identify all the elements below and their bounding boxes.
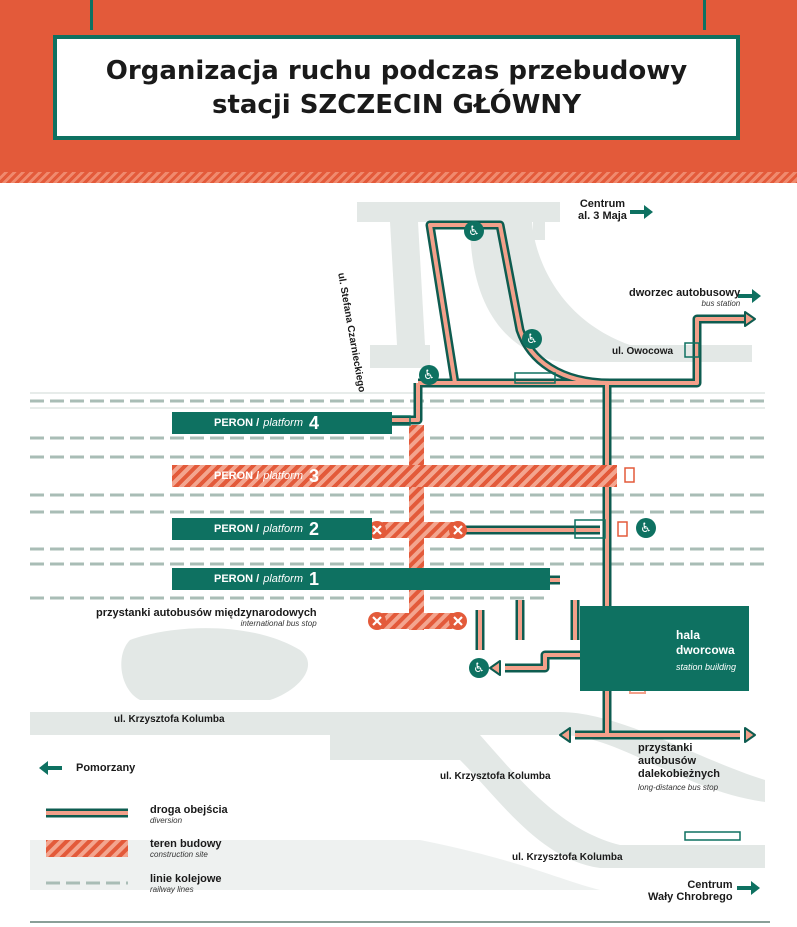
title-box: Organizacja ruchu podczas przebudowy sta… — [53, 35, 740, 140]
international-stop-label: przystanki autobusów międzynarodowych — [96, 607, 317, 619]
station-building — [580, 606, 749, 691]
direction-centrum-bottom: Centrum Wały Chrobrego — [648, 879, 733, 903]
platform-label-pl: PERON — [214, 470, 254, 482]
header-band: Organizacja ruchu podczas przebudowy sta… — [0, 0, 797, 183]
platform-number: 4 — [309, 412, 320, 433]
wheelchair-icon — [419, 365, 439, 385]
wheelchair-icon — [464, 221, 484, 241]
wheelchair-icon — [469, 658, 489, 678]
platform-label-en: platform — [263, 470, 303, 482]
station-sub: station building — [676, 662, 737, 672]
header-hatch-stripe — [0, 172, 797, 183]
arrow-left-icon — [39, 761, 62, 775]
legend-swatches — [46, 808, 128, 885]
closed-x-icon — [447, 610, 469, 632]
legend-construction-sub: construction site — [150, 850, 208, 859]
ld-stop-line3: dalekobieżnych — [638, 768, 720, 780]
closed-x-icon — [366, 610, 388, 632]
header-frame-line — [90, 0, 93, 30]
centrum-bottom-line1: Centrum — [687, 879, 733, 891]
railway-lines-thin — [30, 392, 765, 409]
bus-station-label: dworzec autobusowy — [629, 287, 741, 299]
railway-lines — [30, 399, 765, 600]
platform-number: 2 — [309, 518, 320, 539]
street-kolumba-1: ul. Krzysztofa Kolumba — [114, 714, 225, 725]
title-line-2: stacji SZCZECIN GŁÓWNY — [211, 89, 582, 120]
international-stop-sub: international bus stop — [240, 619, 317, 628]
bus-station-sub: bus station — [701, 299, 741, 308]
platform-label-en: platform — [263, 523, 303, 535]
ld-stop-sub: long-distance bus stop — [638, 783, 719, 792]
station-building-label: hala dworcowa station building — [676, 628, 736, 675]
centrum-bottom-line2: Wały Chrobrego — [648, 891, 733, 903]
closed-exit-marker — [617, 521, 628, 537]
direction-centrum-top: Centrum al. 3 Maja — [578, 198, 627, 222]
closed-exit-marker — [624, 467, 635, 483]
platform-number: 1 — [309, 568, 320, 589]
centrum-top-line2: al. 3 Maja — [578, 210, 627, 222]
street-kolumba-3: ul. Krzysztofa Kolumba — [512, 852, 623, 863]
header-frame-line — [703, 0, 706, 30]
ld-stop-line2: autobusów — [638, 755, 697, 767]
legend-construction: teren budowy construction site — [150, 838, 222, 859]
platform-number: 3 — [309, 465, 320, 486]
footer-rule — [30, 921, 770, 923]
ld-stop-line1: przystanki — [638, 742, 693, 754]
centrum-top-line1: Centrum — [579, 198, 626, 210]
legend-construction-label: teren budowy — [150, 838, 222, 850]
station-line-1: hala — [676, 628, 701, 642]
wheelchair-icon — [522, 329, 542, 349]
legend-railway-label: linie kolejowe — [150, 873, 222, 885]
platform-label-pl: PERON — [214, 417, 254, 429]
legend-diversion-sub: diversion — [150, 816, 183, 825]
platform-label-pl: PERON — [214, 573, 254, 585]
street-owocowa: ul. Owocowa — [612, 346, 674, 357]
direction-pomorzany: Pomorzany — [76, 762, 136, 774]
legend-diversion-label: droga obejścia — [150, 804, 228, 816]
long-distance-bus-stop: przystanki autobusów dalekobieżnych long… — [638, 742, 720, 794]
station-line-2: dworcowa — [676, 643, 735, 657]
arrow-right-icon — [630, 205, 761, 895]
platform-label-pl: PERON — [214, 523, 254, 535]
legend-railway: linie kolejowe railway lines — [150, 873, 222, 894]
closed-x-icon — [447, 519, 469, 541]
international-bus-stop: przystanki autobusów międzynarodowych in… — [96, 607, 317, 628]
legend-railway-sub: railway lines — [150, 885, 194, 894]
street-kolumba-2: ul. Krzysztofa Kolumba — [440, 771, 551, 782]
platform-label-en: platform — [263, 573, 303, 585]
direction-bus-station: dworzec autobusowy bus station — [629, 287, 740, 308]
title-line-1: Organizacja ruchu podczas przebudowy — [105, 55, 688, 86]
wheelchair-icon — [636, 518, 656, 538]
legend-diversion: droga obejścia diversion — [150, 804, 228, 825]
platform-label-en: platform — [263, 417, 303, 429]
